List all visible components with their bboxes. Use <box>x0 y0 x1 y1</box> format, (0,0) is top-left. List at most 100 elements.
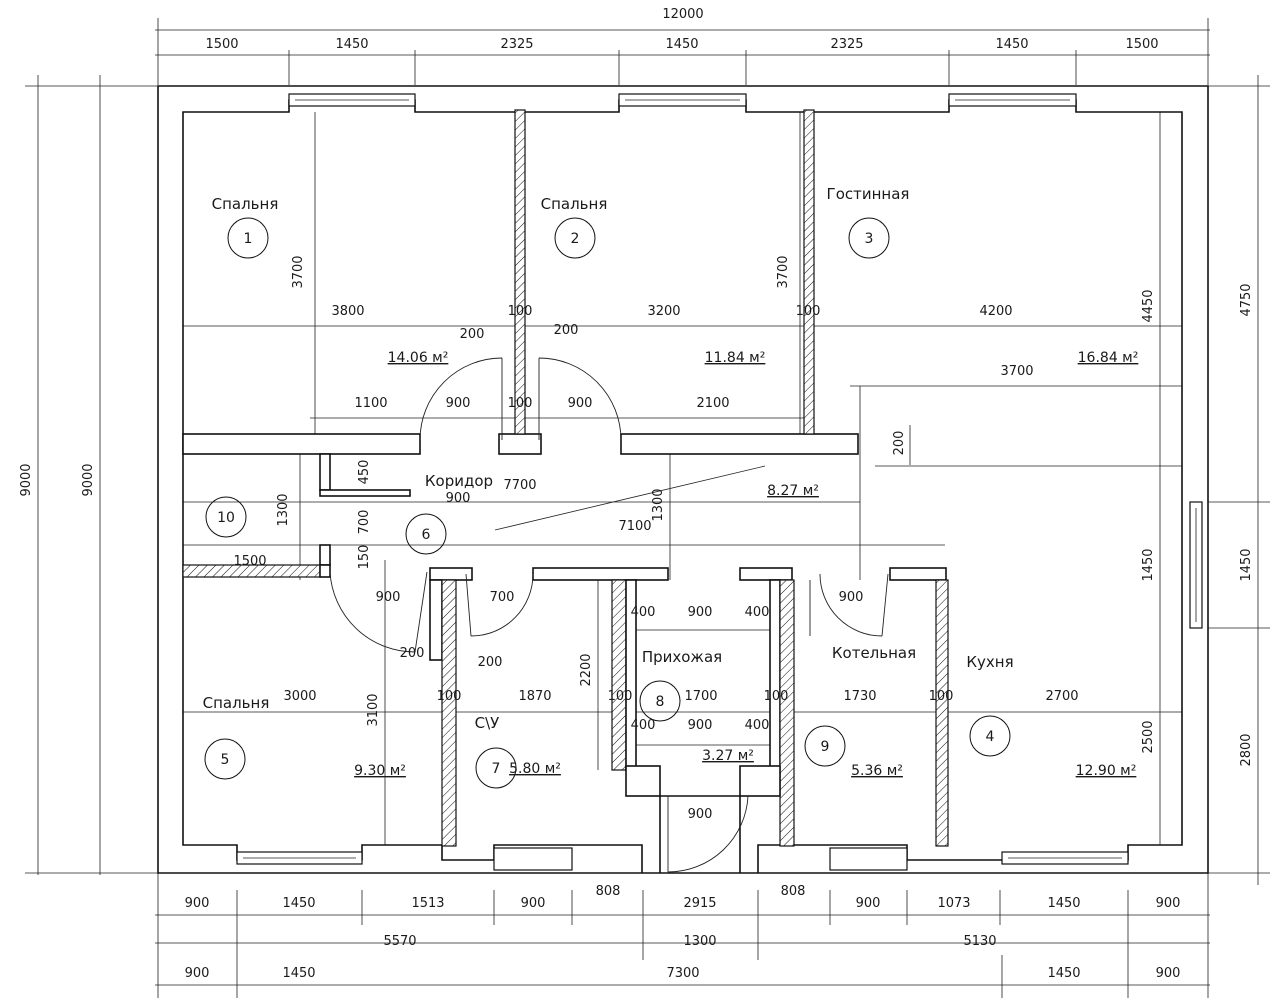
room-4-name: Кухня <box>966 653 1013 671</box>
svg-text:100: 100 <box>929 689 954 704</box>
svg-text:9000: 9000 <box>81 463 96 496</box>
svg-text:900: 900 <box>1156 896 1181 911</box>
svg-text:3700: 3700 <box>291 255 306 288</box>
room-8-name: Прихожая <box>642 648 722 666</box>
room-6-number: 6 <box>422 527 431 543</box>
room-7-name: С\У <box>475 714 500 732</box>
svg-text:900: 900 <box>568 396 593 411</box>
room-4-number: 4 <box>986 729 995 745</box>
room-2-area: 11.84 м² <box>705 350 766 366</box>
svg-text:1450: 1450 <box>665 37 698 52</box>
dimension-labels: 12000 1500 1450 2325 1450 2325 1450 1500… <box>19 7 1254 981</box>
svg-text:100: 100 <box>796 304 821 319</box>
room-4-area: 12.90 м² <box>1076 763 1137 779</box>
svg-text:1300: 1300 <box>683 934 716 949</box>
svg-text:450: 450 <box>357 460 372 485</box>
room-2-number: 2 <box>571 231 580 247</box>
svg-text:1450: 1450 <box>282 966 315 981</box>
svg-text:200: 200 <box>554 323 579 338</box>
svg-text:1300: 1300 <box>276 493 291 526</box>
svg-text:2100: 2100 <box>696 396 729 411</box>
svg-text:900: 900 <box>1156 966 1181 981</box>
svg-text:150: 150 <box>357 545 372 570</box>
room-3-marker <box>848 217 890 259</box>
svg-text:100: 100 <box>508 304 533 319</box>
svg-text:900: 900 <box>185 966 210 981</box>
room-9-marker <box>804 725 846 767</box>
svg-text:1300: 1300 <box>651 488 666 521</box>
exterior-wall <box>157 85 1209 874</box>
svg-text:3000: 3000 <box>283 689 316 704</box>
room-7-number: 7 <box>492 761 501 777</box>
svg-text:1450: 1450 <box>1047 966 1080 981</box>
svg-text:3700: 3700 <box>1000 364 1033 379</box>
svg-text:900: 900 <box>185 896 210 911</box>
svg-text:7700: 7700 <box>503 478 536 493</box>
svg-text:900: 900 <box>839 590 864 605</box>
room-9-name: Котельная <box>832 644 916 662</box>
svg-text:2800: 2800 <box>1239 733 1254 766</box>
room-8-marker <box>639 680 681 722</box>
svg-text:4200: 4200 <box>979 304 1012 319</box>
svg-text:1450: 1450 <box>1239 548 1254 581</box>
svg-text:2915: 2915 <box>683 896 716 911</box>
svg-text:900: 900 <box>376 590 401 605</box>
room-3-name: Гостинная <box>827 185 910 203</box>
room-8-area: 3.27 м² <box>702 748 754 764</box>
room-10-number: 10 <box>217 510 235 526</box>
svg-text:3700: 3700 <box>776 255 791 288</box>
svg-text:900: 900 <box>521 896 546 911</box>
room-1-number: 1 <box>244 231 253 247</box>
svg-text:2325: 2325 <box>830 37 863 52</box>
svg-text:2700: 2700 <box>1045 689 1078 704</box>
room-3-number: 3 <box>865 231 874 247</box>
svg-text:900: 900 <box>856 896 881 911</box>
room-5-number: 5 <box>221 752 230 768</box>
dim-top-total: 12000 <box>662 7 703 22</box>
svg-text:5130: 5130 <box>963 934 996 949</box>
svg-text:2325: 2325 <box>500 37 533 52</box>
svg-text:700: 700 <box>490 590 515 605</box>
room-1-marker <box>227 217 269 259</box>
svg-text:900: 900 <box>446 396 471 411</box>
room-5-name: Спальня <box>203 694 270 712</box>
room-1-name: Спальня <box>212 195 279 213</box>
svg-text:1450: 1450 <box>995 37 1028 52</box>
room-2-marker <box>554 217 596 259</box>
room-6-marker <box>405 513 447 555</box>
svg-text:400: 400 <box>631 605 656 620</box>
svg-text:1870: 1870 <box>518 689 551 704</box>
svg-text:200: 200 <box>400 646 425 661</box>
svg-text:7100: 7100 <box>618 519 651 534</box>
svg-text:1500: 1500 <box>205 37 238 52</box>
svg-text:900: 900 <box>688 718 713 733</box>
room-9-area: 5.36 м² <box>851 763 903 779</box>
room-7-area: 5.80 м² <box>509 761 561 777</box>
room-6-name: Коридор <box>425 472 493 490</box>
svg-text:5570: 5570 <box>383 934 416 949</box>
room-5-marker <box>204 738 246 780</box>
svg-text:1513: 1513 <box>411 896 444 911</box>
room-4-marker <box>969 715 1011 757</box>
svg-text:400: 400 <box>631 718 656 733</box>
svg-text:1450: 1450 <box>282 896 315 911</box>
doors <box>329 357 889 873</box>
room-6-area: 8.27 м² <box>767 483 819 499</box>
svg-text:1450: 1450 <box>335 37 368 52</box>
room-1-area: 14.06 м² <box>388 350 449 366</box>
svg-text:4750: 4750 <box>1239 283 1254 316</box>
svg-text:808: 808 <box>596 884 621 899</box>
svg-text:1700: 1700 <box>684 689 717 704</box>
svg-text:1730: 1730 <box>843 689 876 704</box>
svg-text:3200: 3200 <box>647 304 680 319</box>
svg-text:2500: 2500 <box>1141 720 1156 753</box>
svg-text:2200: 2200 <box>579 653 594 686</box>
svg-text:100: 100 <box>764 689 789 704</box>
room-3-area: 16.84 м² <box>1078 350 1139 366</box>
room-8-number: 8 <box>656 694 665 710</box>
interior-walls <box>182 109 949 847</box>
svg-text:700: 700 <box>357 510 372 535</box>
svg-text:9000: 9000 <box>19 463 34 496</box>
svg-text:1450: 1450 <box>1047 896 1080 911</box>
